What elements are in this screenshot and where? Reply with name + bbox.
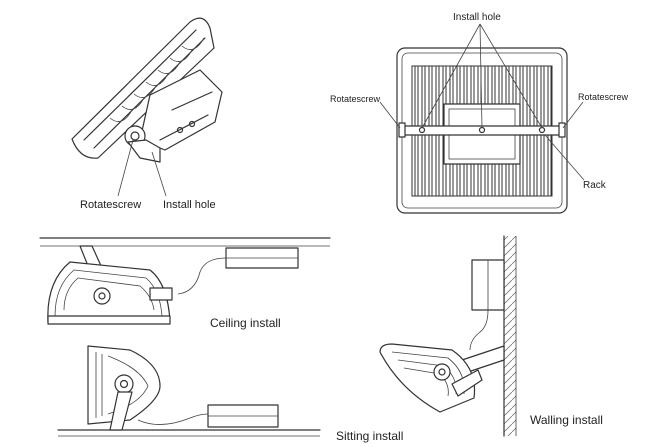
side-view-lamp — [71, 17, 223, 197]
walling-install-drawing — [379, 235, 517, 437]
label-rotatescrew-back-left: Rotatescrew — [330, 94, 381, 104]
label-walling-install: Walling install — [530, 413, 603, 427]
label-rotatescrew-back-right: Rotatescrew — [578, 92, 629, 102]
label-ceiling-install: Ceiling install — [210, 316, 281, 330]
label-install-hole-back: Install hole — [453, 12, 501, 23]
ceiling-install-drawing — [39, 237, 331, 325]
label-rack: Rack — [583, 180, 607, 191]
label-rotatescrew-side: Rotatescrew — [80, 199, 141, 211]
label-sitting-install: Sitting install — [336, 429, 403, 443]
label-install-hole-side: Install hole — [163, 199, 216, 211]
heatsink-fins — [109, 37, 205, 122]
back-view-lamp — [379, 23, 585, 214]
sitting-install-drawing — [57, 345, 321, 437]
